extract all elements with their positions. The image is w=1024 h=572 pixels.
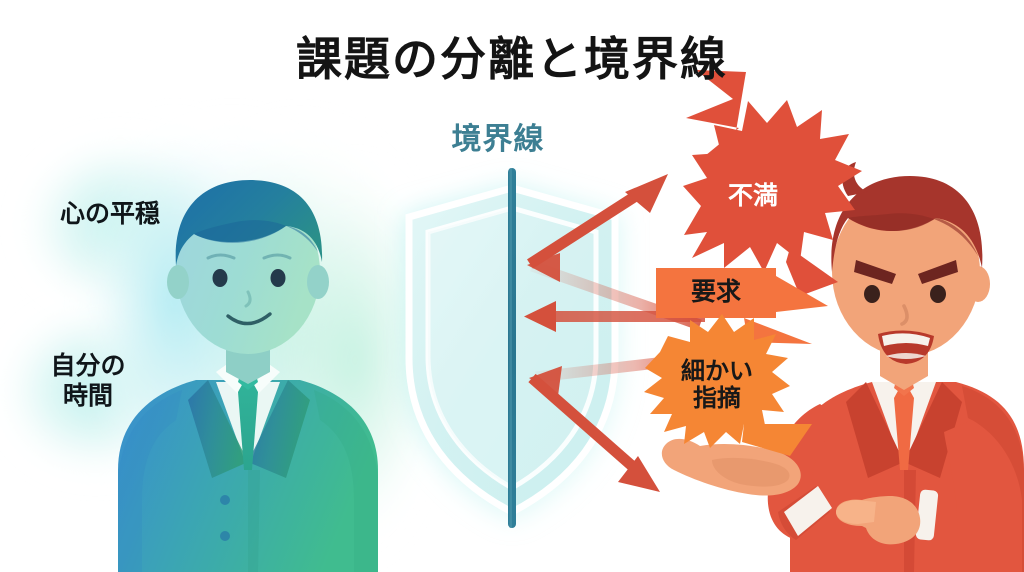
angry-man-figure (661, 162, 1024, 572)
boundary-line-label: 境界線 (451, 123, 545, 156)
calm-man-figure (118, 180, 378, 572)
calm-label-jibun-no-jikan: 自分の 時間 (50, 352, 126, 410)
calm-label-kokoro-no-heion: 心の平穏 (59, 200, 160, 228)
page-title: 課題の分離と境界線 (296, 33, 728, 85)
boundary-line (508, 168, 516, 528)
arrow-middle (524, 301, 705, 332)
